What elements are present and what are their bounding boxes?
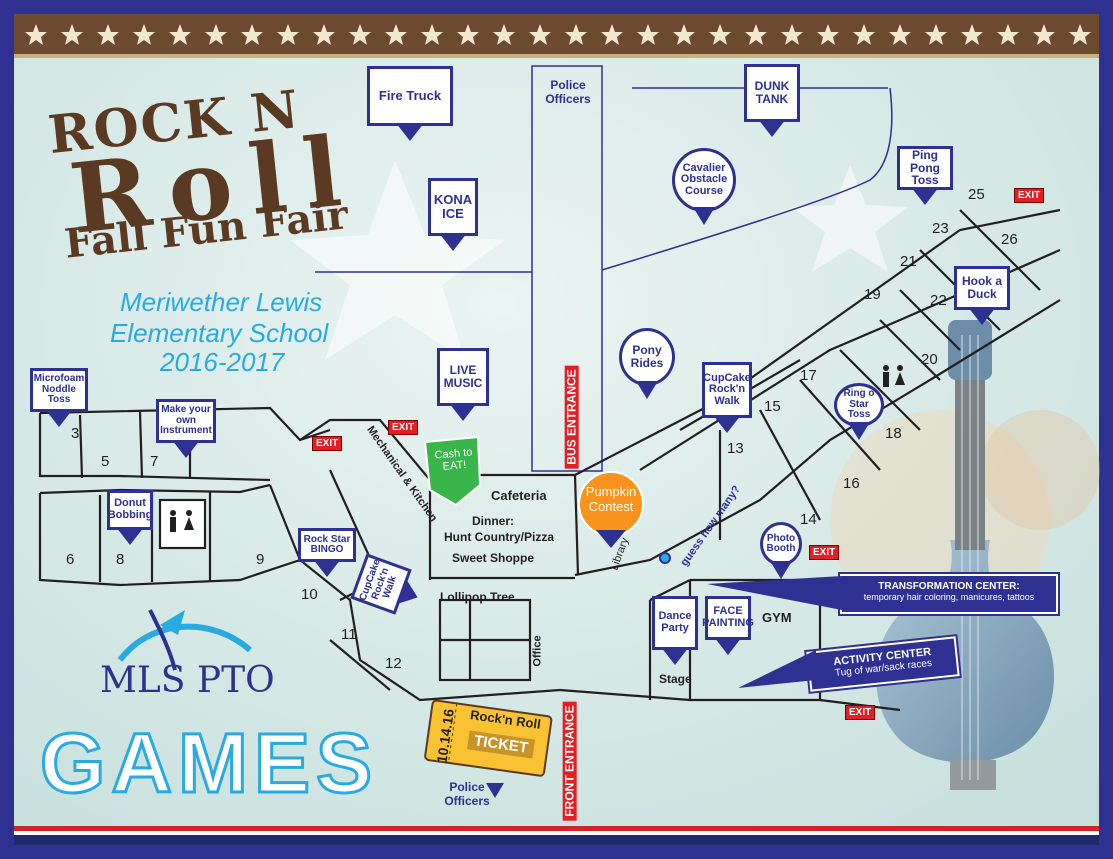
hunt-country-label: Hunt Country/Pizza: [444, 530, 554, 544]
cash-pin: [423, 435, 482, 507]
exit-sign-4: EXIT: [809, 545, 840, 560]
restroom-icon-2: [883, 365, 905, 387]
microfoam-pin: Microfoam Noddle Toss: [30, 368, 88, 427]
room-17: 17: [800, 367, 817, 384]
pto-logo-art: [117, 609, 252, 671]
live-music-pin: LIVE MUSIC: [437, 348, 489, 421]
pumpkin-pin: [578, 471, 644, 548]
lollipop-label: Lollipop Tree: [440, 590, 515, 604]
room-23: 23: [932, 220, 949, 237]
rock-star-bingo-pin: Rock Star BINGO: [298, 528, 356, 577]
room-12: 12: [385, 655, 402, 672]
face-painting-pin: FACE PAINTING: [702, 596, 754, 655]
transformation-center-callout: TRANSFORMATION CENTER: temporary hair co…: [840, 574, 1058, 614]
room-22: 22: [930, 292, 947, 309]
hook-duck-pin: Hook a Duck: [954, 266, 1010, 325]
school-line1: Meriwether Lewis: [120, 287, 323, 317]
room-11: 11: [341, 626, 357, 643]
pto-logo-text: MLS PTO: [100, 660, 275, 701]
transformation-title: TRANSFORMATION CENTER:: [878, 581, 1020, 592]
guess-marker: [659, 552, 671, 564]
exit-sign-1: EXIT: [1014, 188, 1045, 203]
room-9: 9: [256, 551, 265, 568]
ring-star-pin: Ring o Star Toss: [834, 383, 884, 440]
dinner-label: Dinner:: [472, 514, 514, 528]
exit-sign-2: EXIT: [388, 420, 419, 435]
exit-sign-3: EXIT: [312, 436, 343, 451]
dunk-tank-pin: DUNK TANK: [744, 64, 800, 137]
restroom-icon: [170, 510, 194, 532]
make-instrument-pin: Make your own Instrument: [156, 399, 216, 458]
exit-sign-5: EXIT: [845, 705, 876, 720]
room-6: 6: [66, 551, 75, 568]
police-bottom-marker: [486, 783, 504, 798]
cash-to-eat-label: Cash to EAT!: [434, 446, 473, 473]
police-bottom-label: Police Officers: [444, 780, 490, 808]
police-top-label: Police Officers: [545, 78, 591, 106]
room-13: 13: [727, 440, 744, 457]
room-7: 7: [150, 453, 159, 470]
room-8: 8: [116, 551, 125, 568]
room-21: 21: [900, 253, 917, 270]
pumpkin-contest-label: Pumpkin Contest: [585, 484, 637, 514]
transformation-pointer: [707, 576, 842, 610]
office-label: Office: [531, 635, 544, 667]
pony-rides-pin: Pony Rides: [619, 328, 675, 399]
room-16: 16: [843, 475, 860, 492]
ping-pong-pin: Ping Pong Toss: [897, 146, 953, 205]
room-3: 3: [71, 425, 80, 442]
donut-bobbing-pin: Donut Bobbing: [107, 490, 153, 545]
bus-entrance-label: BUS ENTRANCE: [564, 365, 579, 469]
activity-pointer: [738, 650, 816, 688]
cafeteria-label: Cafeteria: [491, 488, 547, 503]
room-20: 20: [921, 351, 938, 368]
room-19: 19: [864, 286, 881, 303]
room-18: 18: [885, 425, 902, 442]
games-heading: GAMES: [38, 715, 379, 812]
background-stars: [290, 160, 908, 360]
fire-truck-pin: Fire Truck: [367, 66, 453, 141]
photo-booth-pin: Photo Booth: [760, 522, 802, 579]
stage-label: Stage: [659, 672, 692, 686]
room-14: 14: [800, 511, 817, 528]
room-15: 15: [764, 398, 781, 415]
school-line3: 2016-2017: [160, 347, 285, 377]
kona-ice-pin: KONA ICE: [428, 178, 478, 251]
room-5: 5: [101, 453, 110, 470]
school-building: [38, 208, 1061, 712]
room-10: 10: [301, 586, 318, 603]
star-banner: [14, 14, 1099, 54]
dance-party-pin: Dance Party: [652, 596, 698, 665]
gym-label: GYM: [762, 610, 792, 625]
outdoor-lines: [315, 65, 893, 472]
sweet-shoppe-label: Sweet Shoppe: [452, 551, 535, 565]
front-entrance-label: FRONT ENTRANCE: [562, 701, 577, 821]
transformation-desc: temporary hair coloring, manicures, tatt…: [863, 592, 1035, 602]
school-line2: Elementary School: [110, 318, 329, 348]
cavalier-pin: Cavalier Obstacle Course: [672, 148, 736, 225]
cupcake-walk-1-pin: CupCake Rock'n Walk: [702, 362, 752, 433]
room-25: 25: [968, 186, 985, 203]
banner-stars: [25, 24, 1091, 45]
room-26: 26: [1001, 231, 1018, 248]
